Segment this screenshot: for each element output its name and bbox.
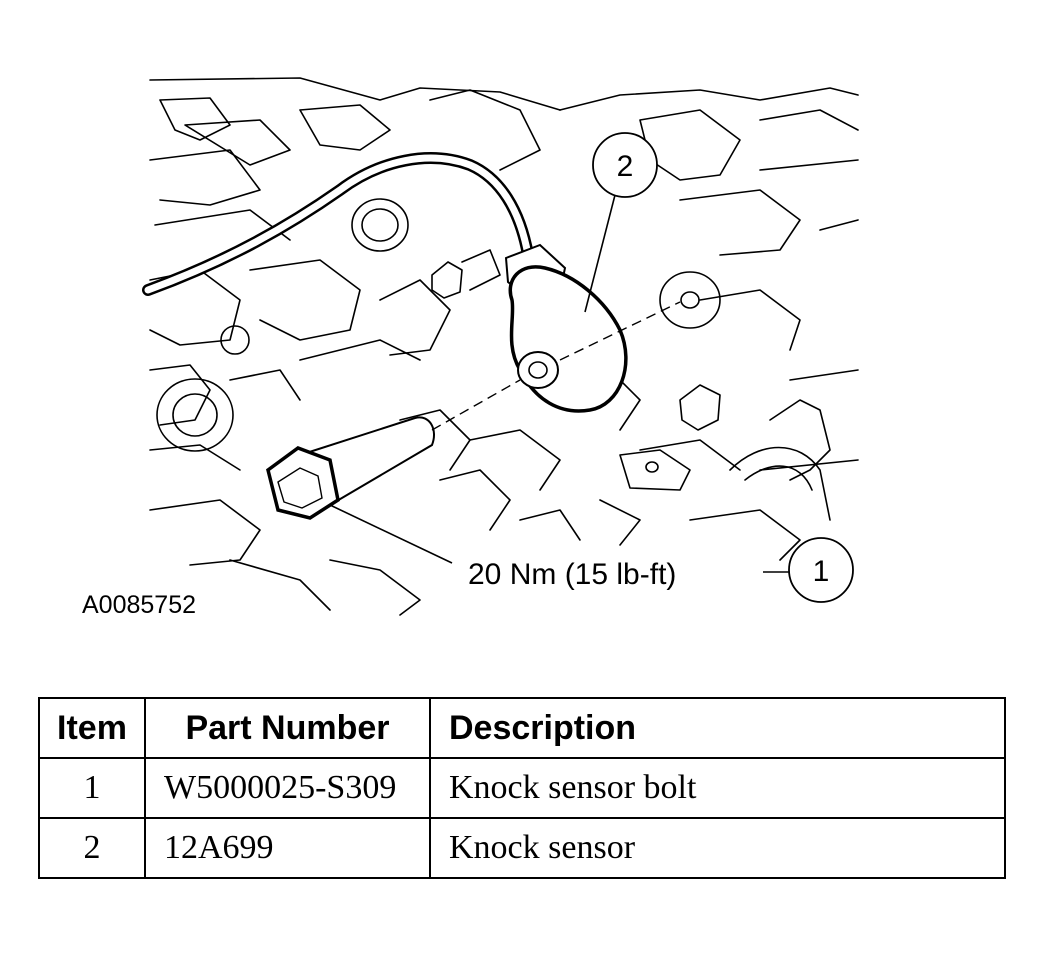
callout-2: 2 — [592, 132, 658, 198]
column-header-part-number: Part Number — [144, 697, 431, 759]
table-header-row: Item Part Number Description — [38, 697, 1006, 759]
figure-id: A0085752 — [82, 591, 196, 619]
column-header-description: Description — [429, 697, 1006, 759]
item-cell: 1 — [38, 757, 146, 819]
part-number-cell: 12A699 — [144, 817, 431, 879]
engine-knock-sensor-illustration: 2 1 20 Nm (15 lb-ft) A0085752 — [82, 77, 859, 619]
callout-1: 1 — [788, 537, 854, 603]
engine-plug — [351, 198, 409, 252]
description-cell: Knock sensor bolt — [429, 757, 1006, 819]
knock-sensor-bolt — [266, 416, 435, 520]
bolt-centerline — [431, 379, 521, 431]
column-header-item: Item — [38, 697, 146, 759]
table-row: 2 12A699 Knock sensor — [38, 817, 1006, 879]
callout-1-label: 1 — [813, 555, 830, 588]
description-cell: Knock sensor — [429, 817, 1006, 879]
right-clip — [619, 384, 831, 521]
engine-block-linework — [149, 77, 859, 616]
callout-2-leader — [584, 194, 616, 313]
mounting-boss — [659, 271, 721, 329]
sensor-centerline — [559, 301, 681, 361]
table-row: 1 W5000025-S309 Knock sensor bolt — [38, 757, 1006, 819]
parts-table: Item Part Number Description 1 W5000025-… — [38, 697, 1006, 879]
left-bracket — [156, 325, 250, 452]
callout-2-label: 2 — [617, 150, 634, 183]
part-number-cell: W5000025-S309 — [144, 757, 431, 819]
item-cell: 2 — [38, 817, 146, 879]
torque-spec: 20 Nm (15 lb-ft) — [468, 558, 676, 591]
knock-sensor — [504, 243, 628, 413]
stud — [431, 249, 501, 299]
torque-leader — [329, 504, 453, 564]
